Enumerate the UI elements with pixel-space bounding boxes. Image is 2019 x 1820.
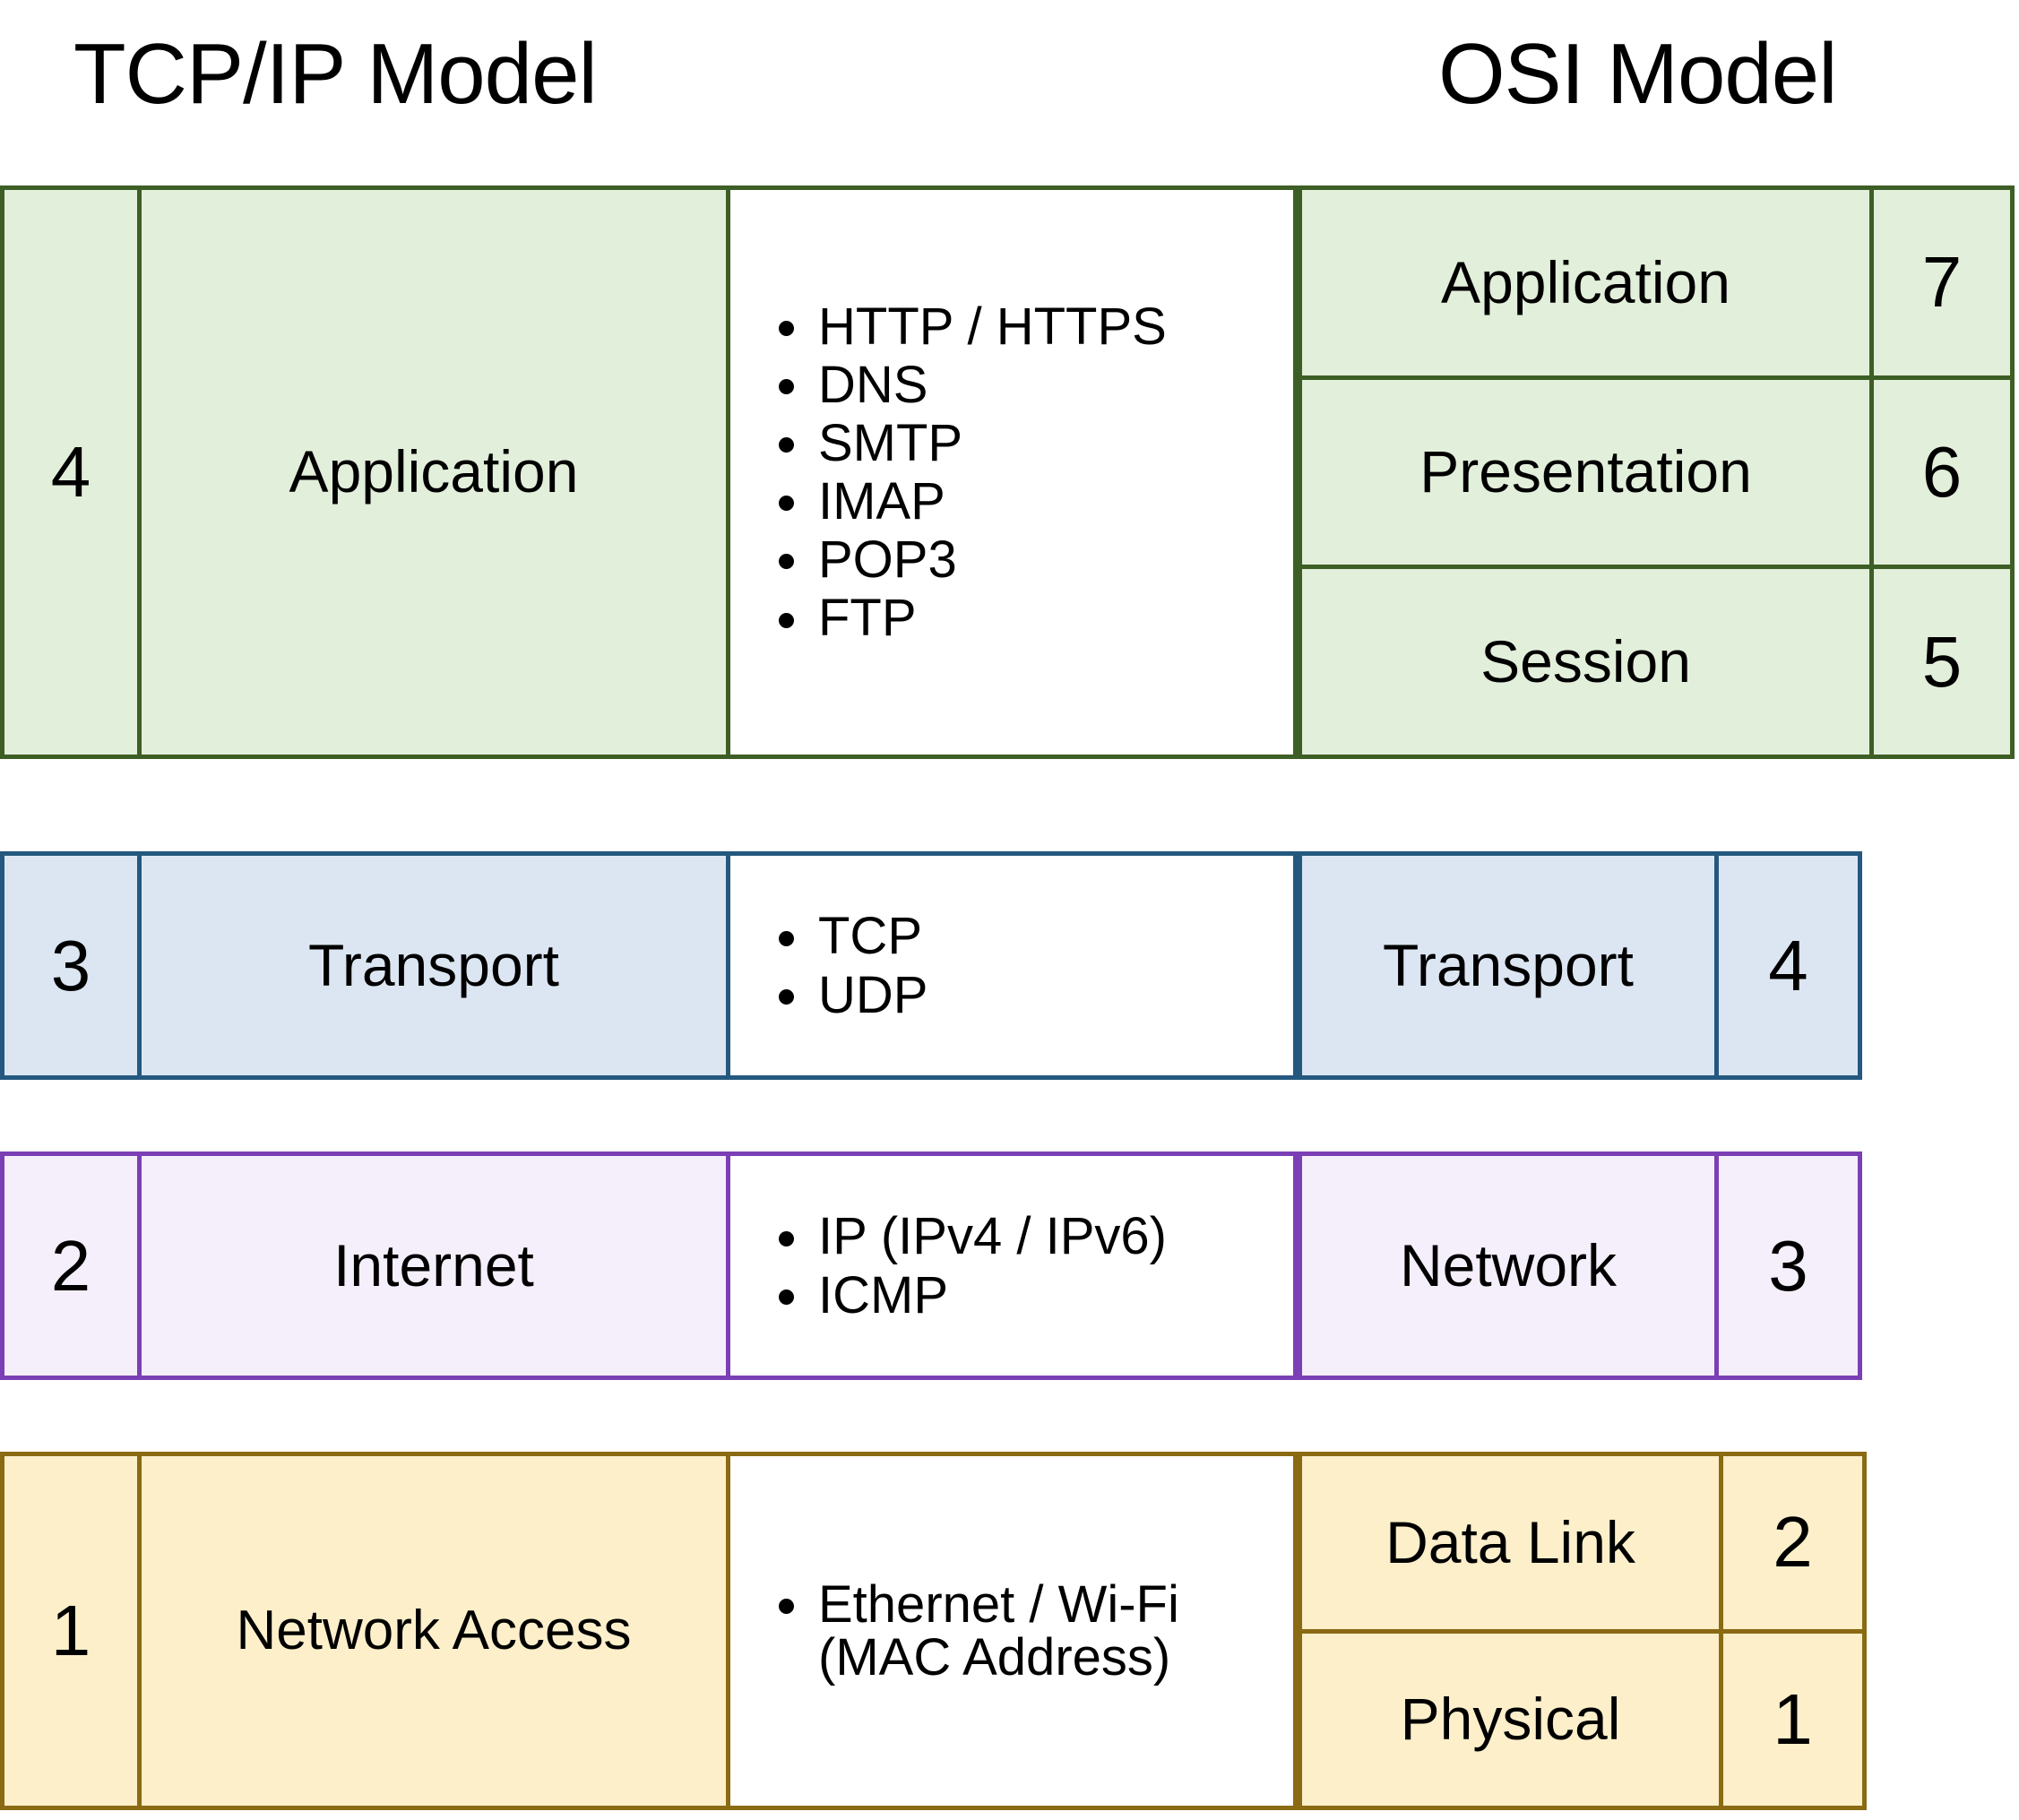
- layer-band-application: 4 Application HTTP / HTTPS DNS SMTP IMAP…: [0, 185, 2015, 760]
- osi-layer-number-physical: 1: [1773, 1678, 1813, 1759]
- protocol-item: HTTP / HTTPS: [772, 299, 1293, 353]
- osi-layer-row: Presentation 6: [1298, 375, 2015, 565]
- osi-layer-number-data-link: 2: [1773, 1502, 1813, 1583]
- osi-model-title: OSI Model: [1438, 26, 1838, 122]
- osi-layer-number-session: 5: [1921, 621, 1963, 702]
- osi-layer-name-network: Network: [1302, 1156, 1719, 1376]
- osi-layer-number-network: 3: [1768, 1225, 1808, 1306]
- layer-band-internet: 2 Internet IP (IPv4 / IPv6) ICMP Network…: [0, 1152, 1862, 1380]
- osi-layer-row: Physical 1: [1298, 1628, 1867, 1810]
- osi-layer-name-application: Application: [1302, 190, 1874, 375]
- tcpip-cell-network-access: 1 Network Access: [0, 1452, 730, 1810]
- osi-cells-network-access: Data Link 2 Physical 1: [1298, 1452, 1867, 1810]
- osi-cells-transport: Transport 4: [1298, 851, 1862, 1080]
- protocol-list-internet: IP (IPv4 / IPv6) ICMP: [730, 1152, 1298, 1380]
- protocol-items-internet: IP (IPv4 / IPv6) ICMP: [772, 1204, 1293, 1326]
- osi-layer-row: Data Link 2: [1298, 1452, 1867, 1629]
- tcpip-layer-name-internet: Internet: [333, 1231, 534, 1298]
- layer-band-network-access: 1 Network Access Ethernet / Wi-Fi (MAC A…: [0, 1452, 1867, 1810]
- osi-layer-name-physical: Physical: [1302, 1633, 1723, 1806]
- protocol-item: DNS: [772, 358, 1293, 411]
- protocol-item: FTP: [772, 591, 1293, 644]
- osi-layer-name-data-link: Data Link: [1302, 1456, 1723, 1629]
- protocol-item: UDP: [772, 968, 1293, 1022]
- tcpip-layer-name-application: Application: [289, 438, 579, 505]
- osi-layer-number-presentation: 6: [1921, 432, 1963, 512]
- osi-layer-name-transport: Transport: [1302, 856, 1719, 1075]
- layer-band-transport: 3 Transport TCP UDP Transport 4: [0, 851, 1862, 1080]
- protocol-items-transport: TCP UDP: [772, 904, 1293, 1026]
- protocol-item: TCP: [772, 910, 1293, 963]
- protocol-items-application: HTTP / HTTPS DNS SMTP IMAP POP3 FTP: [772, 295, 1293, 651]
- protocol-items-network-access: Ethernet / Wi-Fi (MAC Address): [772, 1573, 1293, 1689]
- tcpip-cell-transport: 3 Transport: [0, 851, 730, 1080]
- osi-layer-row: Session 5: [1298, 565, 2015, 760]
- protocol-item: Ethernet / Wi-Fi (MAC Address): [772, 1578, 1293, 1684]
- protocol-item: IMAP: [772, 475, 1293, 528]
- tcpip-layer-number-network-access: 1: [4, 1456, 142, 1806]
- osi-layer-row: Application 7: [1298, 185, 2015, 375]
- diagram-titles: TCP/IP Model OSI Model: [0, 0, 2019, 179]
- tcpip-layer-number-internet: 2: [4, 1156, 142, 1376]
- osi-layer-name-session: Session: [1302, 569, 1874, 755]
- tcpip-layer-number-application: 4: [4, 190, 142, 755]
- tcpip-model-title: TCP/IP Model: [73, 26, 598, 122]
- osi-layer-number-transport: 4: [1768, 925, 1808, 1005]
- protocol-item: SMTP: [772, 417, 1293, 470]
- osi-cells-application: Application 7 Presentation 6 Session 5: [1298, 185, 2015, 760]
- tcpip-layer-name-network-access: Network Access: [236, 1600, 632, 1662]
- osi-cells-internet: Network 3: [1298, 1152, 1862, 1380]
- tcpip-layer-name-transport: Transport: [308, 931, 559, 998]
- protocol-list-network-access: Ethernet / Wi-Fi (MAC Address): [730, 1452, 1298, 1810]
- protocol-list-transport: TCP UDP: [730, 851, 1298, 1080]
- tcpip-layer-number-transport: 3: [4, 856, 142, 1075]
- protocol-item: ICMP: [772, 1268, 1293, 1322]
- tcpip-cell-application: 4 Application: [0, 185, 730, 759]
- tcpip-cell-internet: 2 Internet: [0, 1152, 730, 1380]
- protocol-item: POP3: [772, 533, 1293, 586]
- protocol-item: IP (IPv4 / IPv6): [772, 1210, 1293, 1264]
- osi-layer-number-application: 7: [1921, 242, 1963, 323]
- osi-layer-name-presentation: Presentation: [1302, 379, 1874, 565]
- protocol-list-application: HTTP / HTTPS DNS SMTP IMAP POP3 FTP: [730, 185, 1298, 759]
